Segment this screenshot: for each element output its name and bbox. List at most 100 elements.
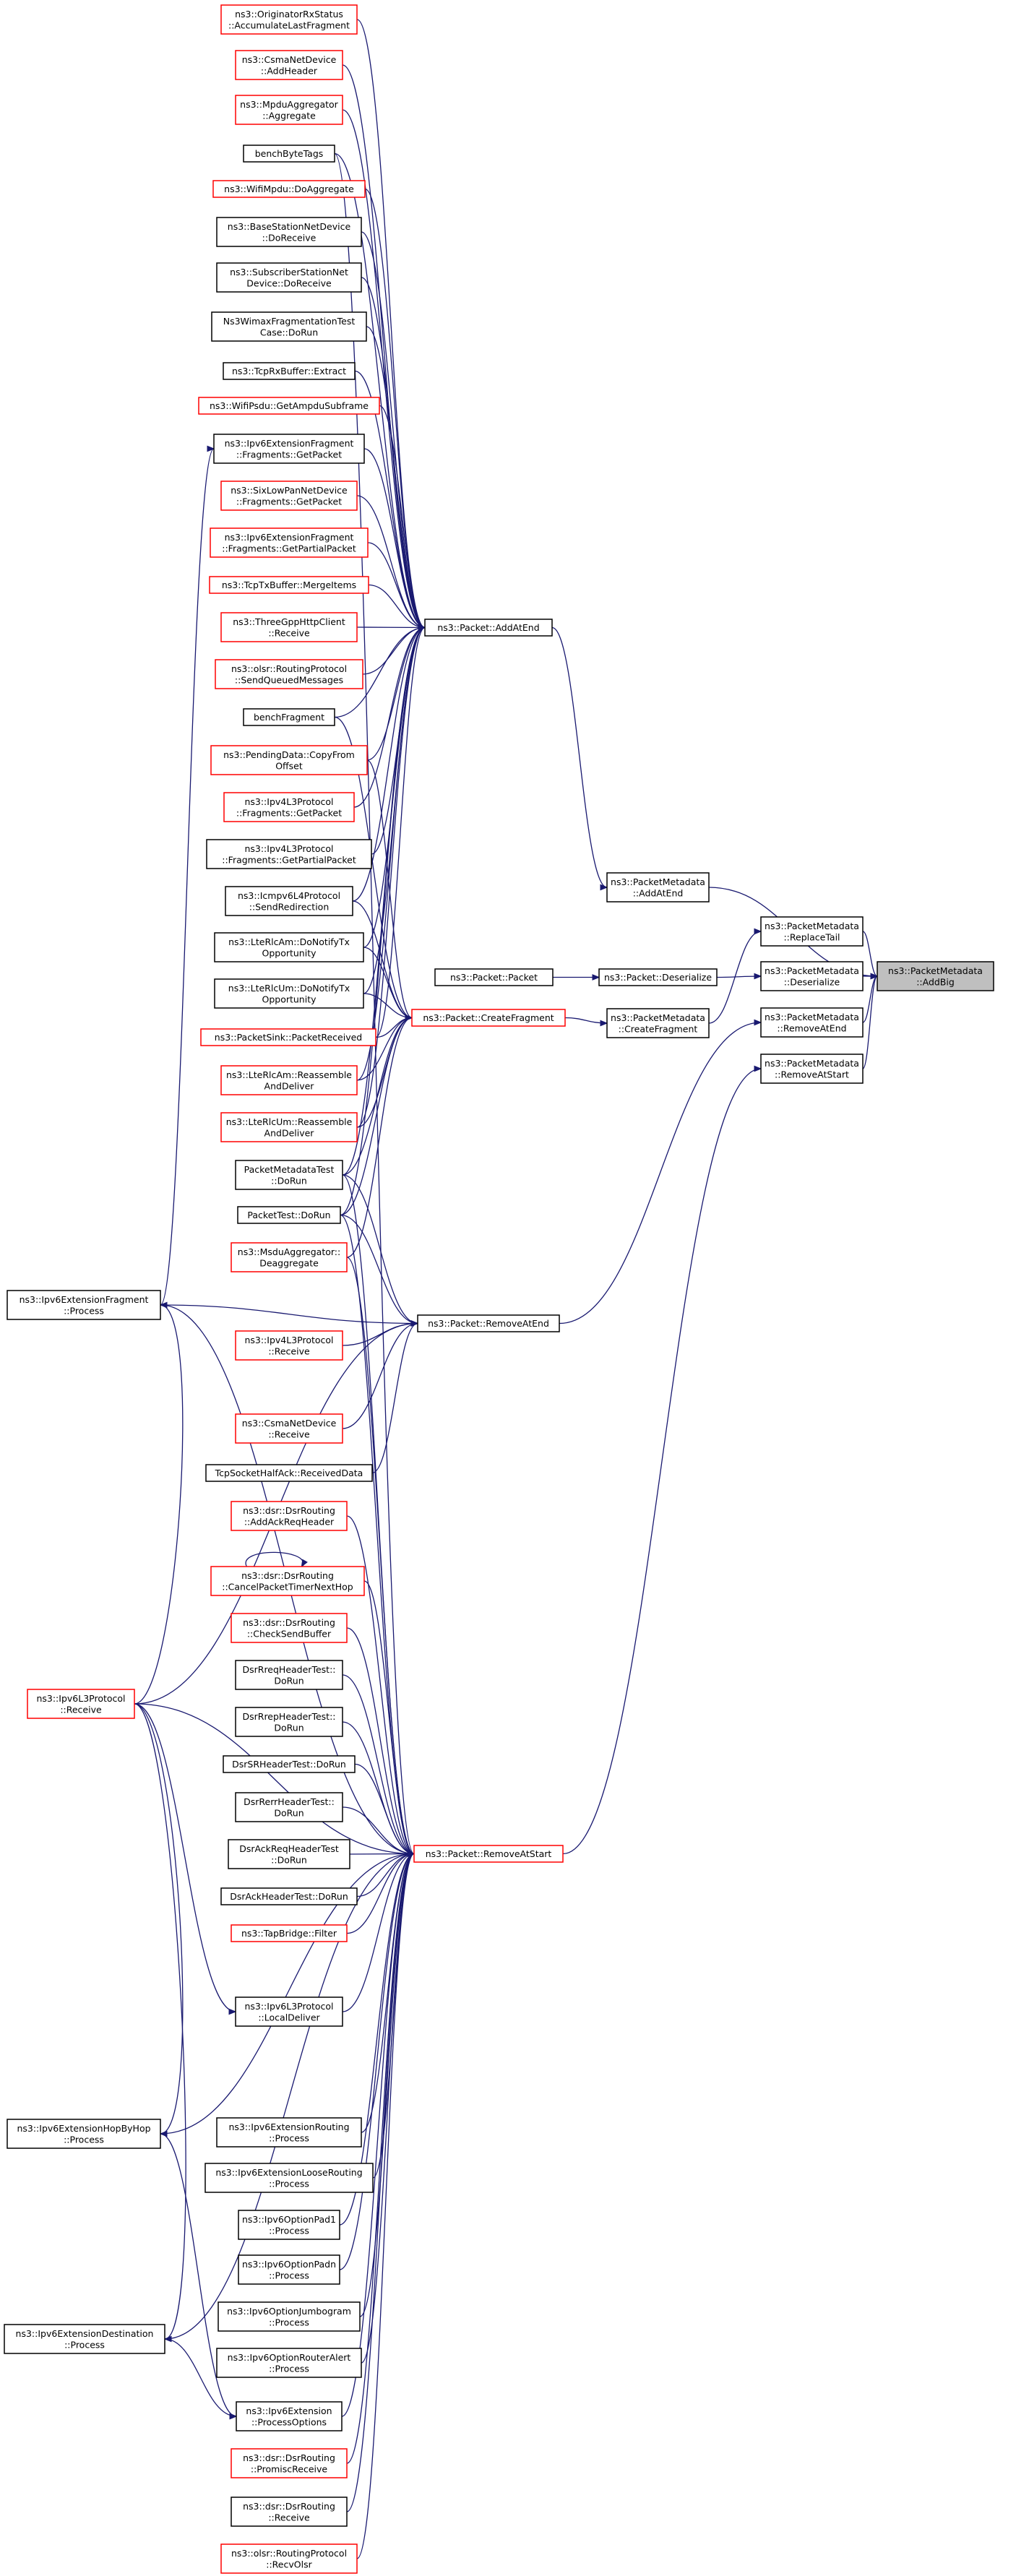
node-p-createfragment[interactable]: ns3::Packet::CreateFragment <box>411 1009 566 1027</box>
node-ipv6l3-localdeliver[interactable]: ns3::Ipv6L3Protocol::LocalDeliver <box>235 1996 343 2027</box>
edge-ipv6dest-process-to-ipv6ext-procopts <box>164 2338 238 2420</box>
node-ipv6routing-process[interactable]: ns3::Ipv6ExtensionRouting::Process <box>216 2117 362 2148</box>
node-dsr-sr[interactable]: DsrSRHeaderTest::DoRun <box>223 1755 356 1773</box>
node-dsr-promisc[interactable]: ns3::dsr::DsrRouting::PromiscReceive <box>231 2448 348 2478</box>
node-ipv4frag-getpacket[interactable]: ns3::Ipv4L3Protocol::Fragments::GetPacke… <box>223 792 355 822</box>
edge-lterlcum-notify-to-p-createfragment <box>363 993 413 1021</box>
node-label: ::Fragments::GetPacket <box>236 496 342 507</box>
node-label: ns3::LteRlcUm::DoNotifyTx <box>228 983 350 994</box>
node-orig-rx[interactable]: ns3::OriginatorRxStatus::AccumulateLastF… <box>220 4 358 35</box>
node-packetsink-rx[interactable]: ns3::PacketSink::PacketReceived <box>200 1028 376 1046</box>
node-label: ns3::dsr::DsrRouting <box>243 2452 335 2463</box>
node-pm-removeatstart[interactable]: ns3::PacketMetadata::RemoveAtStart <box>760 1054 864 1084</box>
node-ipv6frag-process[interactable]: ns3::Ipv6ExtensionFragment::Process <box>7 1290 161 1320</box>
node-ipv6padn[interactable]: ns3::Ipv6OptionPadn::Process <box>238 2254 340 2285</box>
node-threegpp-receive[interactable]: ns3::ThreeGppHttpClient::Receive <box>220 612 358 642</box>
node-label: ns3::Ipv6ExtensionHopByHop <box>17 2123 150 2134</box>
node-dsr-checksend[interactable]: ns3::dsr::DsrRouting::CheckSendBuffer <box>231 1613 348 1643</box>
node-ipv6frag-getpacket[interactable]: ns3::Ipv6ExtensionFragment::Fragments::G… <box>213 434 365 464</box>
node-ipv4frag-getpartial[interactable]: ns3::Ipv4L3Protocol::Fragments::GetParti… <box>206 839 372 869</box>
node-olsr-sendqueued[interactable]: ns3::olsr::RoutingProtocol::SendQueuedMe… <box>215 659 363 689</box>
node-label: Offset <box>275 760 303 771</box>
node-label: ns3::PacketSink::PacketReceived <box>215 1032 362 1043</box>
node-ipv6ext-procopts[interactable]: ns3::Ipv6Extension::ProcessOptions <box>236 2401 343 2431</box>
node-label: ns3::Ipv4L3Protocol <box>244 843 333 854</box>
node-p-addatend[interactable]: ns3::Packet::AddAtEnd <box>424 619 553 637</box>
node-pmtest-dorun[interactable]: PacketMetadataTest::DoRun <box>235 1160 343 1190</box>
node-sixlowpan-getpacket[interactable]: ns3::SixLowPanNetDevice::Fragments::GetP… <box>220 481 358 511</box>
node-dsr-addack[interactable]: ns3::dsr::DsrRouting::AddAckReqHeader <box>231 1501 348 1531</box>
node-bench-fragment[interactable]: benchFragment <box>243 708 335 726</box>
node-box <box>223 362 356 380</box>
node-pm-deserialize[interactable]: ns3::PacketMetadata::Deserialize <box>760 961 864 991</box>
node-dsr-ackreq[interactable]: DsrAckReqHeaderTest::DoRun <box>228 1839 350 1869</box>
node-dsr-rrep[interactable]: DsrRrepHeaderTest::DoRun <box>235 1707 343 1737</box>
node-label: ns3::dsr::DsrRouting <box>243 2501 335 2512</box>
node-bench-bytetags[interactable]: benchByteTags <box>243 145 335 163</box>
node-p-removeatend[interactable]: ns3::Packet::RemoveAtEnd <box>417 1314 560 1332</box>
node-ipv6dest-process[interactable]: ns3::Ipv6ExtensionDestination::Process <box>4 2324 165 2354</box>
node-label: AndDeliver <box>264 1080 315 1091</box>
node-ipv6routeralert[interactable]: ns3::Ipv6OptionRouterAlert::Process <box>216 2348 362 2378</box>
node-ipv6loose-process[interactable]: ns3::Ipv6ExtensionLooseRouting::Process <box>204 2163 374 2193</box>
node-pm-addatend[interactable]: ns3::PacketMetadata::AddAtEnd <box>606 872 710 903</box>
node-pm-createfragment[interactable]: ns3::PacketMetadata::CreateFragment <box>606 1008 710 1038</box>
node-ipv6hop-process[interactable]: ns3::Ipv6ExtensionHopByHop::Process <box>7 2119 161 2149</box>
edge-p-removeatend-to-pm-removeatend <box>559 1019 762 1324</box>
node-csma-receive[interactable]: ns3::CsmaNetDevice::Receive <box>235 1413 343 1444</box>
node-label: ns3::CsmaNetDevice <box>242 54 337 65</box>
node-tap-filter[interactable]: ns3::TapBridge::Filter <box>231 1924 348 1942</box>
node-pm-removeatend[interactable]: ns3::PacketMetadata::RemoveAtEnd <box>760 1007 864 1038</box>
node-p-removeatstart[interactable]: ns3::Packet::RemoveAtStart <box>413 1845 564 1863</box>
node-icmpv6-redir[interactable]: ns3::Icmpv6L4Protocol::SendRedirection <box>225 886 353 916</box>
node-olsr-recv[interactable]: ns3::olsr::RoutingProtocol::RecvOlsr <box>220 2543 358 2574</box>
node-dsr-receive[interactable]: ns3::dsr::DsrRouting::Receive <box>231 2497 348 2527</box>
node-ipv4l3-receive[interactable]: ns3::Ipv4L3Protocol::Receive <box>235 1330 343 1361</box>
node-tcphalfack[interactable]: TcpSocketHalfAck::ReceivedData <box>205 1464 373 1482</box>
node-ipv6frag-getpartial[interactable]: ns3::Ipv6ExtensionFragment::Fragments::G… <box>210 527 369 558</box>
node-dsr-rreq[interactable]: DsrRreqHeaderTest::DoRun <box>235 1660 343 1690</box>
node-box <box>434 968 554 986</box>
node-p-deserialize[interactable]: ns3::Packet::Deserialize <box>598 968 718 986</box>
node-ipv6l3-receive[interactable]: ns3::Ipv6L3Protocol::Receive <box>27 1689 135 1719</box>
node-wifimpdu-doagg[interactable]: ns3::WifiMpdu::DoAggregate <box>212 180 366 198</box>
node-p-packet[interactable]: ns3::Packet::Packet <box>434 968 554 986</box>
node-mpdu-aggregate[interactable]: ns3::MpduAggregator::Aggregate <box>235 95 343 125</box>
node-tcptx-merge[interactable]: ns3::TcpTxBuffer::MergeItems <box>209 576 369 594</box>
node-packettest-dorun[interactable]: PacketTest::DoRun <box>237 1206 341 1224</box>
node-dsr-cancel[interactable]: ns3::dsr::DsrRouting::CancelPacketTimerN… <box>210 1566 365 1596</box>
node-wifipsdu-getampdu[interactable]: ns3::WifiPsdu::GetAmpduSubframe <box>198 397 380 415</box>
node-dsr-rerr[interactable]: DsrRerrHeaderTest::DoRun <box>235 1792 343 1822</box>
node-pm-replacetail[interactable]: ns3::PacketMetadata::ReplaceTail <box>760 916 864 947</box>
node-label: ns3::Ipv6ExtensionRouting <box>228 2121 349 2132</box>
node-label: ::SendQueuedMessages <box>235 674 343 685</box>
node-box <box>216 262 362 293</box>
edge-packettest-dorun-to-p-removeatend <box>340 1214 419 1327</box>
node-dsr-ack[interactable]: DsrAckHeaderTest::DoRun <box>220 1887 358 1905</box>
node-box <box>206 839 372 869</box>
node-ss-doreceive[interactable]: ns3::SubscriberStationNetDevice::DoRecei… <box>216 262 362 293</box>
node-box <box>223 1755 356 1773</box>
edge-dsr-rrep-to-p-removeatstart <box>342 1721 416 1857</box>
node-msdu-deagg[interactable]: ns3::MsduAggregator::Deaggregate <box>231 1242 348 1272</box>
node-bs-doreceive[interactable]: ns3::BaseStationNetDevice::DoReceive <box>216 217 362 247</box>
node-label: ::ReplaceTail <box>783 931 840 942</box>
node-label: Deaggregate <box>259 1257 319 1268</box>
node-label: ns3::Packet::Deserialize <box>604 972 712 983</box>
node-label: ::Receive <box>268 2512 310 2523</box>
node-csma-addheader[interactable]: ns3::CsmaNetDevice::AddHeader <box>235 50 343 80</box>
node-addbig[interactable]: ns3::PacketMetadata::AddBig <box>877 961 994 991</box>
node-label: DsrRerrHeaderTest:: <box>244 1796 335 1807</box>
node-box <box>27 1689 135 1719</box>
node-ipv6jumbo[interactable]: ns3::Ipv6OptionJumbogram::Process <box>218 2301 361 2332</box>
edge-msdu-deagg-to-p-removeatstart <box>346 1257 416 1857</box>
node-ipv6pad1[interactable]: ns3::Ipv6OptionPad1::Process <box>238 2210 340 2240</box>
node-tcprx-extract[interactable]: ns3::TcpRxBuffer::Extract <box>223 362 356 380</box>
node-label: ns3::Ipv6L3Protocol <box>244 2001 333 2012</box>
